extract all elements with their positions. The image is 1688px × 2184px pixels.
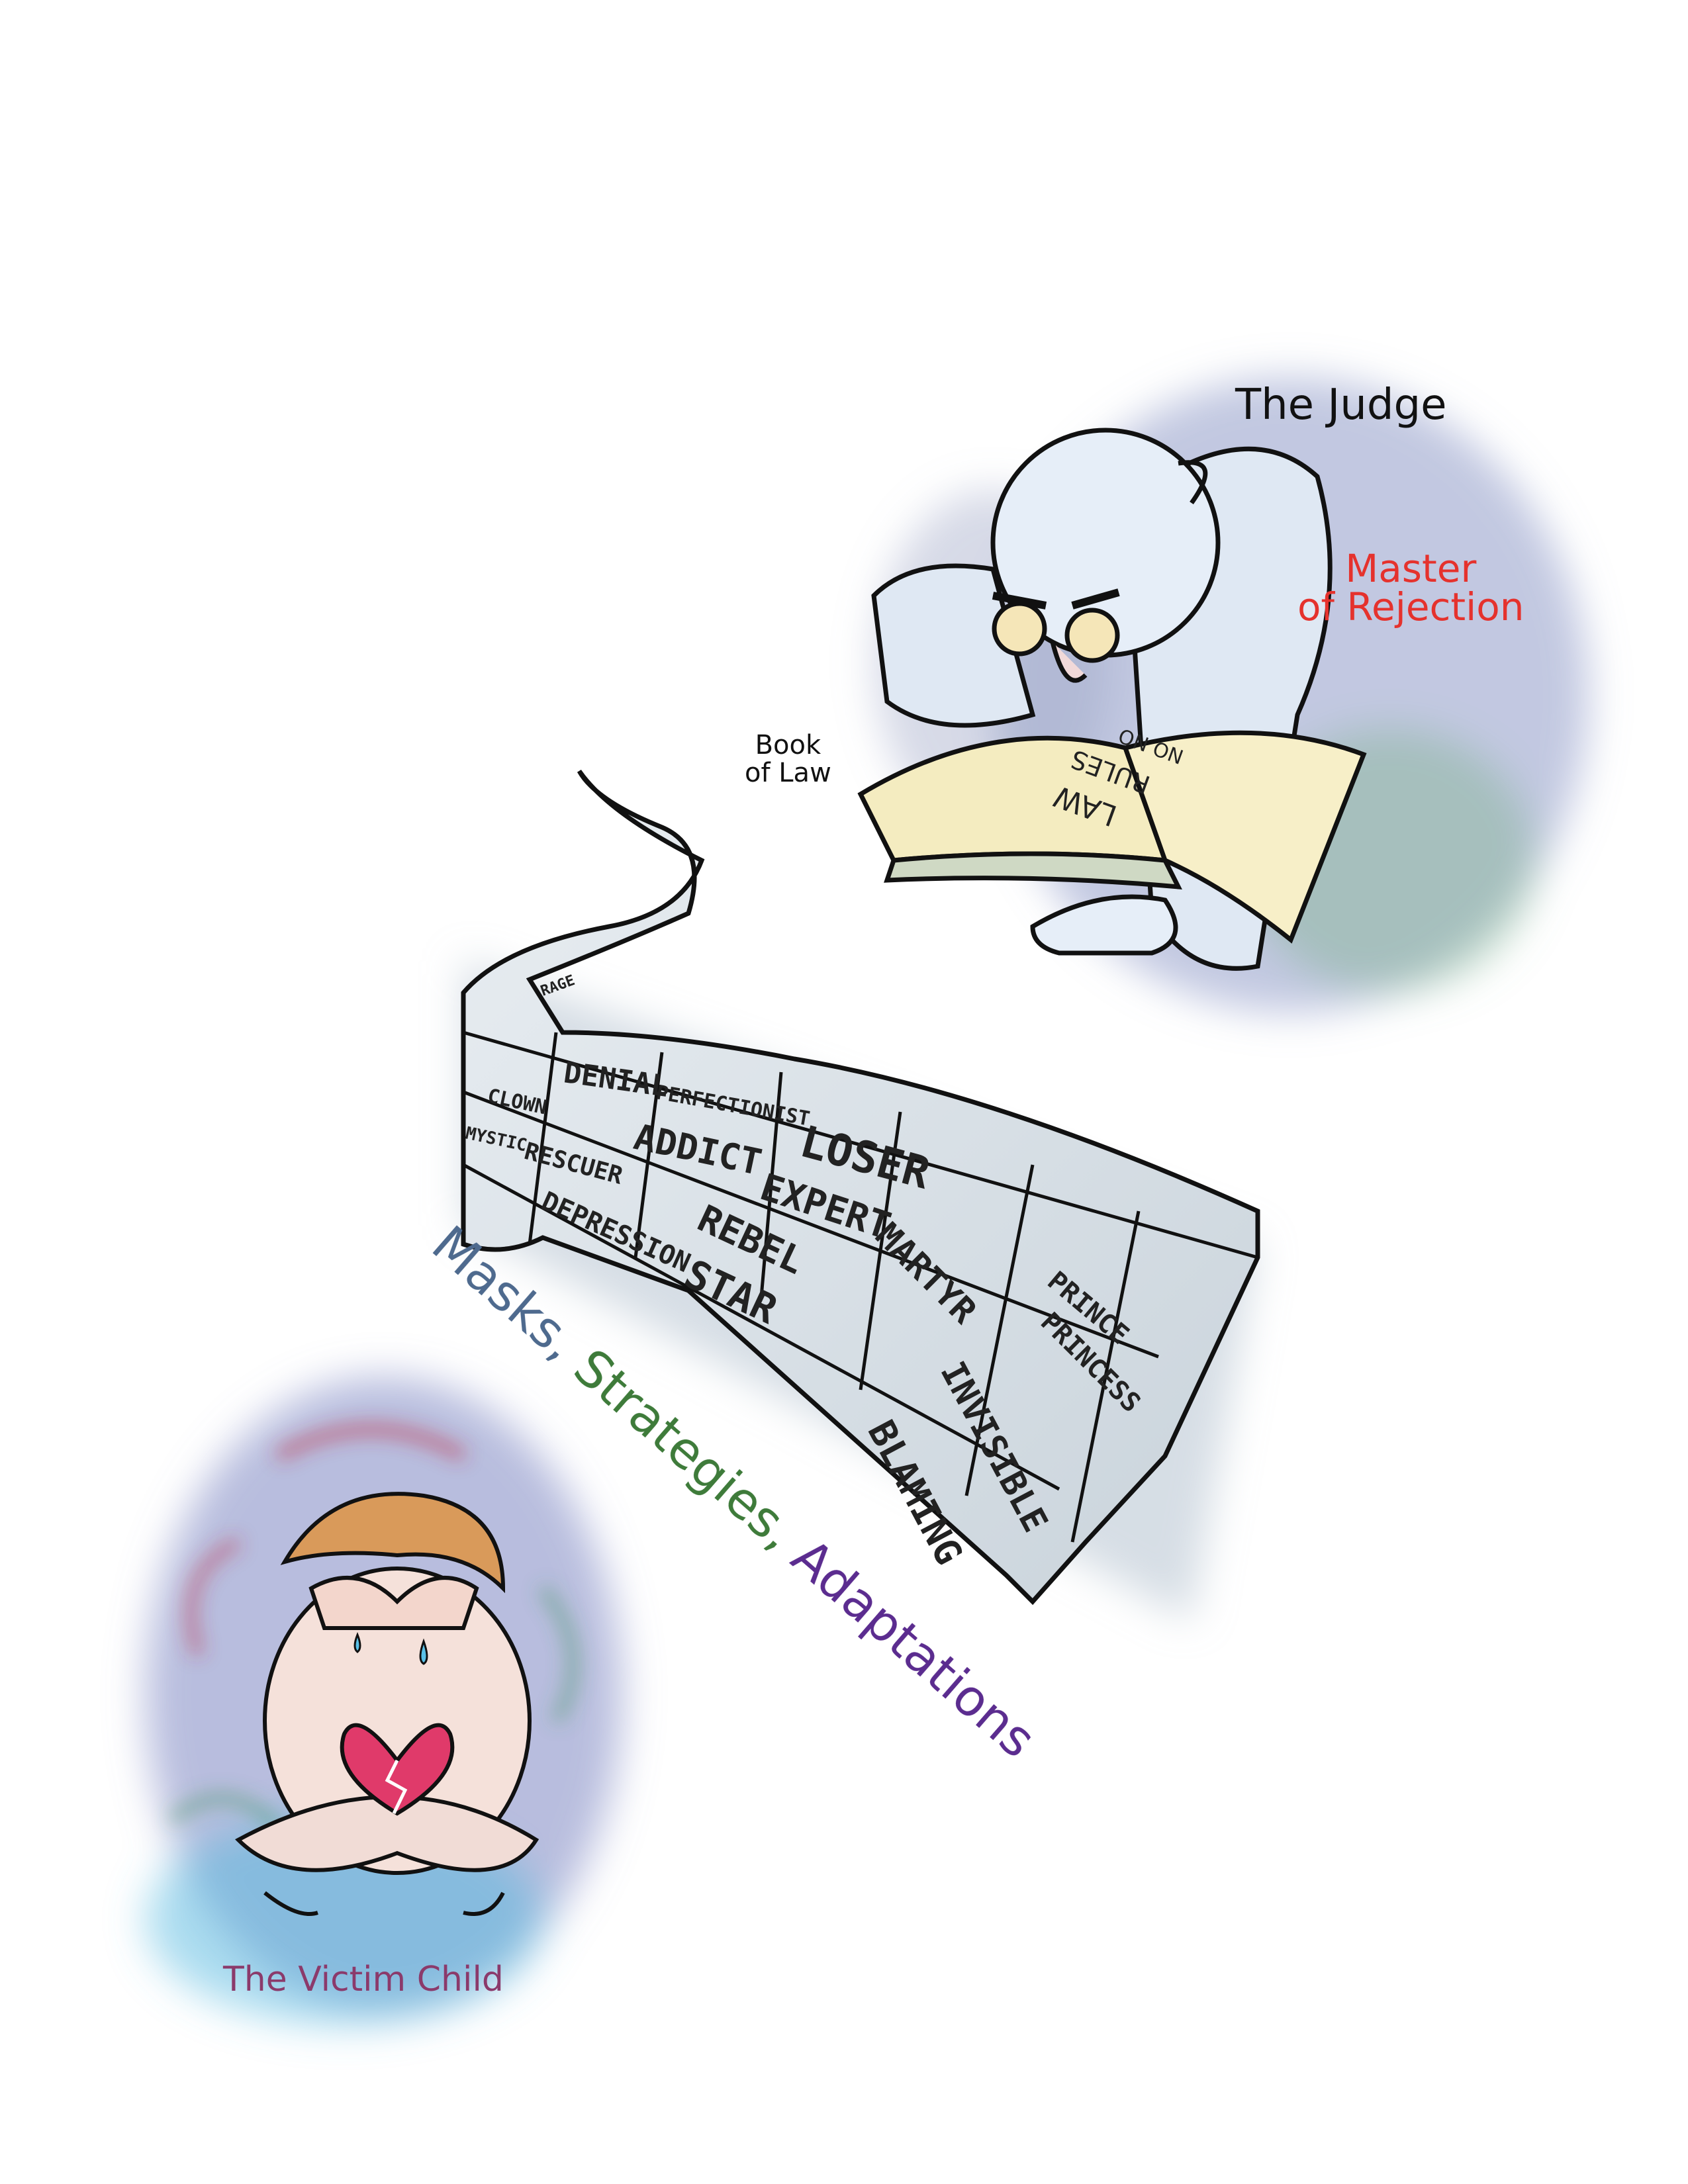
master-of-rejection-label: Master of Rejection — [1297, 549, 1524, 626]
victim-child-label: The Victim Child — [223, 1960, 504, 1999]
victim-child — [235, 1492, 539, 1916]
book-line-2: of Law — [745, 758, 831, 788]
master-line-2: of Rejection — [1297, 584, 1524, 629]
book-of-law-label: Book of Law — [745, 731, 831, 787]
judge-label: The Judge — [1235, 381, 1447, 430]
book-of-law: LAW RULES NO NO — [857, 723, 1367, 956]
master-line-1: Master — [1345, 546, 1477, 591]
book-line-1: Book — [755, 730, 821, 760]
wall-of-masks: RAGE DENIAL PERFECTIONIST CLOWN MYSTIC R… — [461, 770, 1260, 1621]
